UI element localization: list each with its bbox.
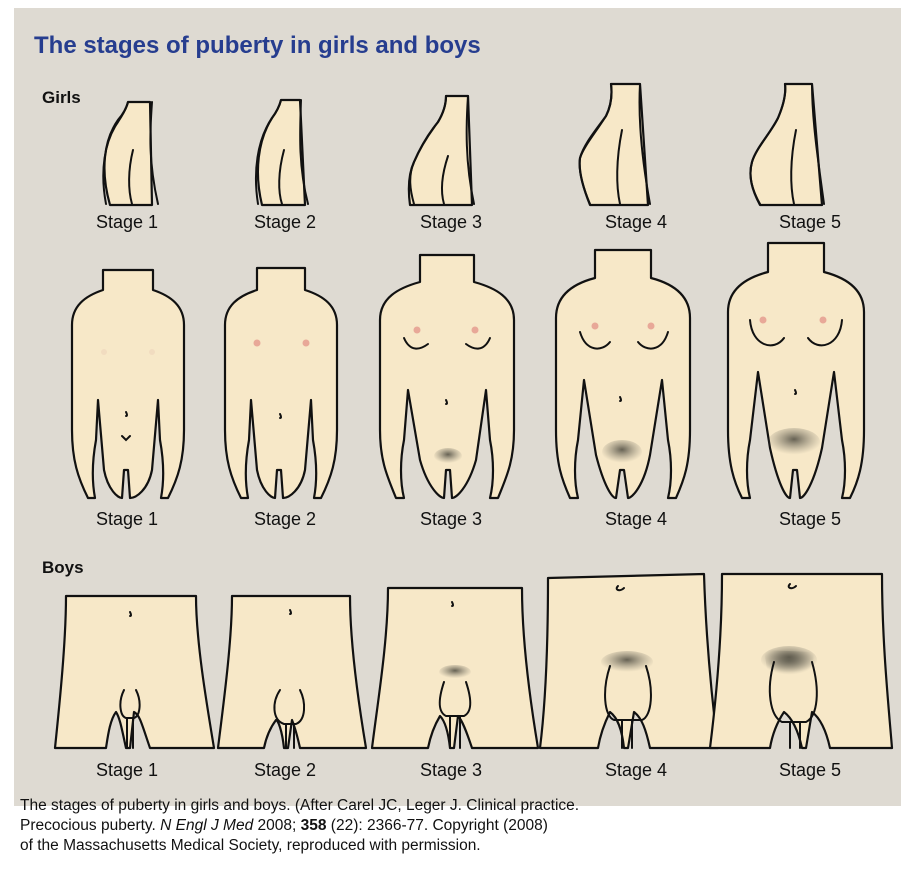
- girl-profile-stage-2: [256, 100, 308, 205]
- boy-label-4: Stage 4: [561, 760, 711, 781]
- caption-line-1: The stages of puberty in girls and boys.…: [20, 796, 880, 816]
- journal-name: N Engl J Med: [160, 817, 253, 834]
- boy-label-5: Stage 5: [735, 760, 885, 781]
- figure-caption: The stages of puberty in girls and boys.…: [20, 796, 880, 856]
- girl-profile-stage-3: [409, 96, 474, 205]
- girl-profile-stage-4: [580, 84, 650, 205]
- girl-front-stage-3: [380, 255, 514, 498]
- girl-front-label-3: Stage 3: [376, 509, 526, 530]
- girl-profile-stage-5: [750, 84, 824, 205]
- girl-profile-stage-1: [103, 102, 158, 205]
- boy-label-2: Stage 2: [210, 760, 360, 781]
- boy-stage-2: [218, 596, 366, 748]
- boy-label-3: Stage 3: [376, 760, 526, 781]
- caption-line-2: Precocious puberty. N Engl J Med 2008; 3…: [20, 816, 880, 836]
- caption-text: (22): 2366-77. Copyright (2008): [326, 817, 547, 834]
- boy-stage-4: [540, 574, 718, 748]
- boy-label-1: Stage 1: [52, 760, 202, 781]
- girl-front-stage-1: [72, 270, 184, 498]
- girl-front-stage-5: [728, 243, 864, 498]
- journal-volume: 358: [301, 817, 327, 834]
- girl-front-label-5: Stage 5: [735, 509, 885, 530]
- girl-profile-label-3: Stage 3: [376, 212, 526, 233]
- girl-profile-label-5: Stage 5: [735, 212, 885, 233]
- girl-front-label-2: Stage 2: [210, 509, 360, 530]
- figure-title: The stages of puberty in girls and boys: [34, 32, 481, 60]
- girl-front-stage-2: [225, 268, 337, 498]
- caption-text: Precocious puberty.: [20, 817, 160, 834]
- girl-profile-label-4: Stage 4: [561, 212, 711, 233]
- girl-profile-label-1: Stage 1: [52, 212, 202, 233]
- boy-stage-3: [372, 588, 538, 748]
- girl-profile-label-2: Stage 2: [210, 212, 360, 233]
- boys-section-label: Boys: [42, 558, 84, 578]
- girl-front-label-4: Stage 4: [561, 509, 711, 530]
- girls-section-label: Girls: [42, 88, 81, 108]
- caption-text: 2008;: [253, 817, 300, 834]
- girl-front-stage-4: [556, 250, 690, 498]
- caption-line-3: of the Massachusetts Medical Society, re…: [20, 836, 880, 856]
- girl-front-label-1: Stage 1: [52, 509, 202, 530]
- boy-stage-5: [710, 574, 892, 748]
- boy-stage-1: [55, 596, 214, 748]
